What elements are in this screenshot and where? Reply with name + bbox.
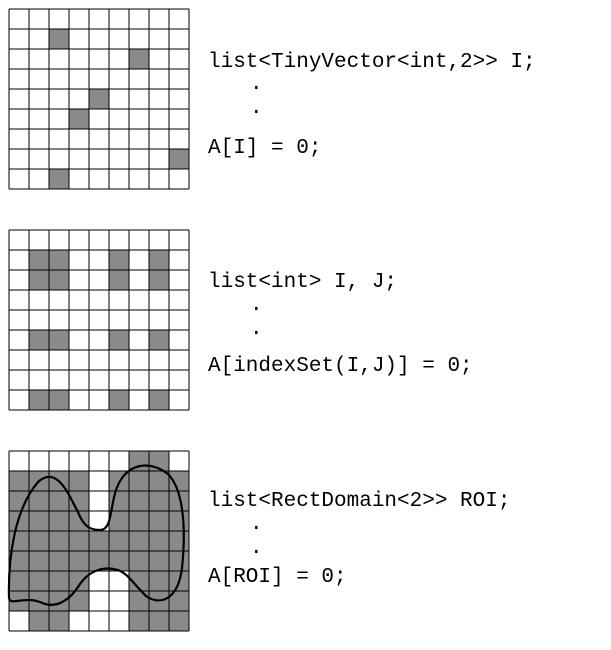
- code-declaration: list<int> I, J;: [208, 271, 398, 294]
- region-outline-curve: [7, 464, 185, 606]
- grid-point-list: [8, 8, 190, 190]
- shaded-cell: [169, 149, 189, 169]
- code-declaration: list<RectDomain<2>> ROI;: [208, 490, 511, 513]
- shaded-cell: [49, 330, 69, 350]
- shaded-cell: [109, 390, 129, 410]
- shaded-cell: [149, 390, 169, 410]
- shaded-cell: [69, 109, 89, 129]
- code-statement: A[ROI] = 0;: [208, 566, 347, 589]
- shaded-cell: [49, 29, 69, 49]
- shaded-cell: [129, 49, 149, 69]
- shaded-cell: [149, 250, 169, 270]
- shaded-cell: [49, 390, 69, 410]
- shaded-cell: [89, 89, 109, 109]
- code-dot: .: [250, 73, 263, 96]
- shaded-cell: [109, 270, 129, 290]
- grid-index-set: [8, 229, 190, 411]
- code-dot: .: [250, 318, 263, 341]
- panel-rect-domain: list<RectDomain<2>> ROI; . . A[ROI] = 0;: [0, 450, 611, 650]
- code-statement: A[I] = 0;: [208, 137, 322, 160]
- shaded-cell: [29, 330, 49, 350]
- shaded-cell: [49, 169, 69, 189]
- shaded-cell: [29, 250, 49, 270]
- shaded-cell: [49, 270, 69, 290]
- panel-point-list: list<TinyVector<int,2>> I; . . A[I] = 0;: [0, 8, 611, 208]
- shaded-cell: [49, 250, 69, 270]
- shaded-cell: [109, 250, 129, 270]
- shaded-cell: [29, 390, 49, 410]
- code-declaration: list<TinyVector<int,2>> I;: [208, 51, 536, 74]
- panel-index-set: list<int> I, J; . . A[indexSet(I,J)] = 0…: [0, 229, 611, 429]
- code-dot: .: [250, 537, 263, 560]
- grid-rect-domain: [7, 450, 190, 632]
- shaded-cell: [29, 270, 49, 290]
- code-statement: A[indexSet(I,J)] = 0;: [208, 355, 473, 378]
- code-dot: .: [250, 294, 263, 317]
- shaded-cell: [109, 330, 129, 350]
- code-dot: .: [250, 97, 263, 120]
- shaded-cell: [149, 330, 169, 350]
- shaded-cell: [149, 270, 169, 290]
- shaded-cell: [129, 611, 189, 631]
- code-dot: .: [250, 513, 263, 536]
